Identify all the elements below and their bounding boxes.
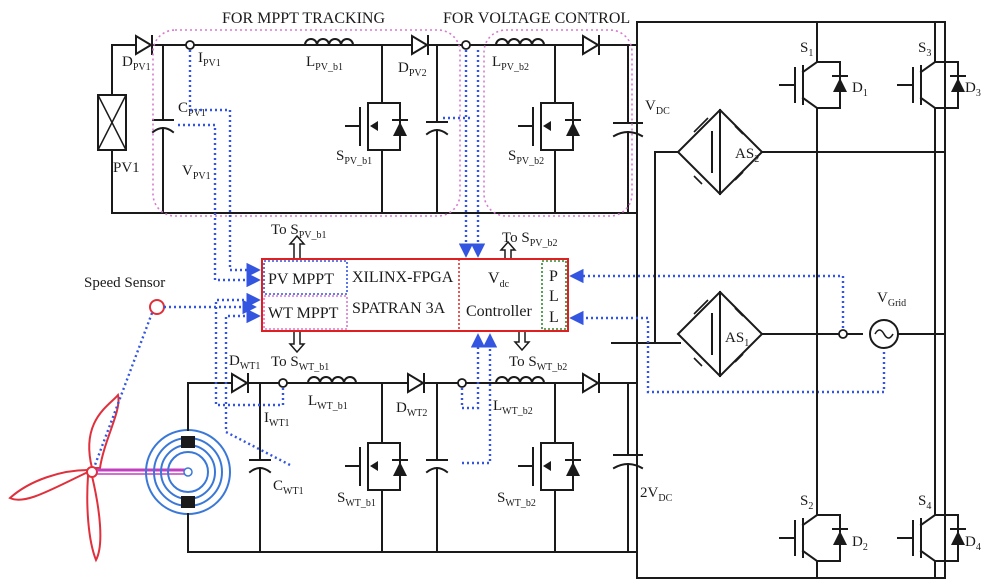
fpga-label-line1: XILINX-FPGA [352, 269, 454, 286]
s-pv-b2-label: SPV_b2 [508, 148, 544, 167]
pv-panel [97, 44, 127, 214]
l-pv-b2-label: LPV_b2 [492, 54, 529, 73]
igbt-s4 [897, 149, 966, 579]
vdc-label: VDC [645, 98, 670, 117]
d-pv2-label: DPV2 [398, 60, 427, 79]
gate-signal-arrows [288, 234, 531, 354]
s1-label: S1 [800, 40, 813, 59]
d-wt1-label: DWT1 [229, 353, 260, 372]
switch-s-pv-b1 [345, 44, 408, 214]
s-pv-b1-label: SPV_b1 [336, 148, 372, 167]
inductor-l-pv-b1 [303, 38, 355, 47]
l-wt-b2-label: LWT_b2 [493, 398, 533, 417]
d4-label: D4 [965, 534, 981, 553]
pll-p: P [549, 268, 558, 285]
diode-d-wt1 [231, 372, 249, 394]
diode-d-wt2 [407, 372, 425, 394]
c-pv1-label: CPV1 [178, 100, 206, 119]
current-sensor-wt1 [278, 378, 288, 388]
controller-block [261, 258, 569, 332]
l-wt-b1-label: LWT_b1 [308, 393, 348, 412]
grid-ac-source [869, 319, 946, 349]
capacitor-2vdc [612, 382, 644, 553]
switch-s-pv-b2 [518, 44, 581, 214]
pv-mppt-label: PV MPPT [268, 271, 334, 288]
speed-sensor-label: Speed Sensor [84, 275, 165, 291]
grid-current-sensor [838, 329, 848, 339]
capacitor-vdc [612, 44, 644, 214]
current-sensor-pv2 [461, 40, 471, 50]
diode-d-pv2 [411, 34, 429, 56]
s-wt-b1-label: SWT_b1 [337, 490, 376, 509]
i-wt1-label: IWT1 [264, 410, 290, 429]
voltage-control-region [483, 29, 633, 217]
pmsg-generator [145, 382, 231, 553]
vdc-controller-label: Vdc [488, 270, 510, 290]
capacitor-c-wt1 [248, 382, 272, 553]
igbt-s3 [897, 21, 966, 151]
d1-label: D1 [852, 80, 868, 99]
s4-label: S4 [918, 493, 931, 512]
diode-pv-out [582, 34, 600, 56]
to-s-wt-b1-label: To SWT_b1 [271, 354, 329, 373]
diode-d-pv1 [135, 34, 153, 56]
igbt-s1 [779, 21, 848, 151]
to-s-pv-b1-label: To SPV_b1 [271, 222, 327, 241]
inductor-l-pv-b2 [494, 38, 546, 47]
current-sensor-wt2 [457, 378, 467, 388]
fpga-label-line2: SPATRAN 3A [352, 300, 446, 317]
capacitor-wt-mid [425, 382, 449, 553]
two-vdc-label: 2VDC [640, 485, 673, 504]
i-pv1-label: IPV1 [198, 50, 221, 69]
speed-sensor-line [93, 312, 154, 466]
switch-s-wt-b2 [518, 382, 581, 553]
d2-label: D2 [852, 534, 868, 553]
speed-sensor [149, 299, 165, 315]
d-pv1-label: DPV1 [122, 54, 151, 73]
wt-mppt-label: WT MPPT [268, 305, 339, 322]
diode-wt-out [582, 372, 600, 394]
inductor-l-wt-b2 [494, 376, 546, 385]
ac-switch-as2 [654, 108, 946, 344]
capacitor-c-pv1 [151, 44, 175, 214]
igbt-s2 [779, 149, 848, 579]
c-wt1-label: CWT1 [273, 478, 304, 497]
vdc-controller-label-line2: Controller [466, 303, 532, 320]
s3-label: S3 [918, 40, 931, 59]
pll-l2: L [549, 309, 559, 326]
as2-label: AS2 [735, 146, 759, 165]
d-wt2-label: DWT2 [396, 400, 427, 419]
ac-switch-as1 [676, 290, 863, 378]
capacitor-pv-mid [425, 44, 449, 214]
to-s-wt-b2-label: To SWT_b2 [509, 354, 567, 373]
voltage-control-heading: FOR VOLTAGE CONTROL [443, 10, 630, 27]
dc-bus-frame [111, 21, 946, 579]
l-pv-b1-label: LPV_b1 [306, 54, 343, 73]
switch-s-wt-b1 [345, 382, 408, 553]
as1-label: AS1 [725, 330, 749, 349]
current-sensor-pv1 [185, 40, 195, 50]
d3-label: D3 [965, 80, 981, 99]
sensing-signal-lines [178, 50, 886, 467]
s-wt-b2-label: SWT_b2 [497, 490, 536, 509]
v-pv1-label: VPV1 [182, 163, 211, 182]
mppt-tracking-heading: FOR MPPT TRACKING [222, 10, 385, 27]
s2-label: S2 [800, 493, 813, 512]
to-s-pv-b2-label: To SPV_b2 [502, 230, 558, 249]
mppt-tracking-region [152, 29, 461, 217]
pv1-label: PV1 [113, 160, 140, 176]
pll-l1: L [549, 288, 559, 305]
wind-turbine [8, 392, 120, 563]
vgrid-label: VGrid [877, 290, 906, 309]
inductor-l-wt-b1 [306, 376, 358, 385]
